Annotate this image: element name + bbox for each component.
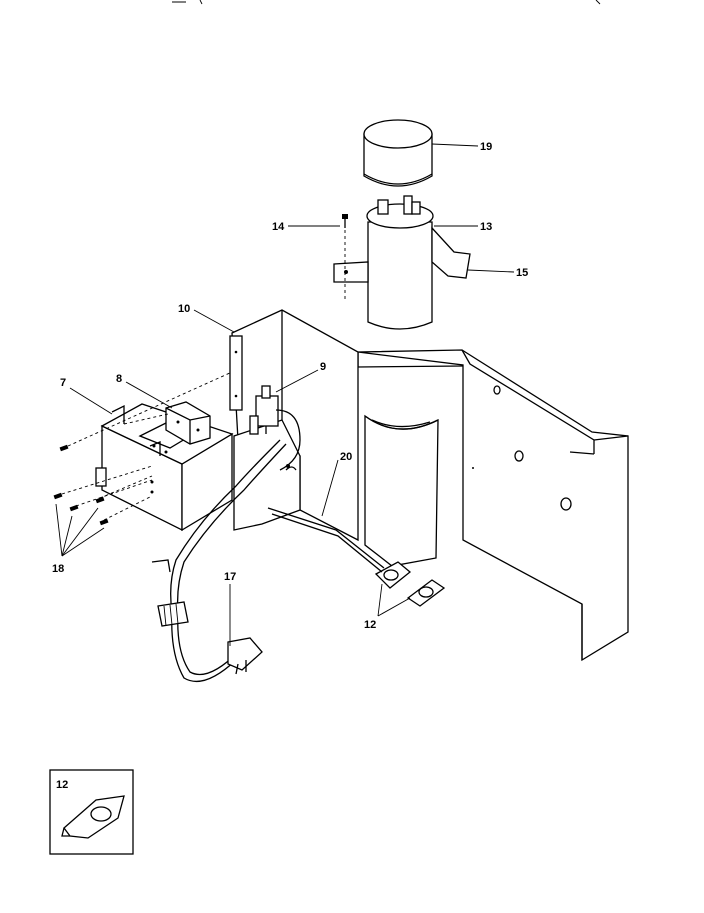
assembly-lines xyxy=(61,371,233,521)
inset-detail-12: 12 xyxy=(49,769,134,855)
callout-10: 10 xyxy=(178,303,190,315)
callout-8: 8 xyxy=(116,373,122,385)
callout-labels: 19 14 13 15 10 9 8 7 20 17 18 12 xyxy=(52,141,528,631)
switch xyxy=(249,385,301,471)
control-bracket xyxy=(229,309,359,542)
callout-15: 15 xyxy=(516,267,528,279)
capacitor xyxy=(333,195,471,330)
callout-18: 18 xyxy=(52,563,64,575)
inset-label: 12 xyxy=(56,779,68,791)
callout-9: 9 xyxy=(320,361,326,373)
callout-13: 13 xyxy=(480,221,492,233)
callout-19: 19 xyxy=(480,141,492,153)
relay xyxy=(165,401,211,445)
thermostat xyxy=(374,561,446,607)
callout-7: 7 xyxy=(60,377,66,389)
duct-curve xyxy=(364,414,439,567)
control-box xyxy=(95,403,234,532)
callout-14: 14 xyxy=(272,221,285,233)
power-cord xyxy=(151,439,287,683)
screw-14 xyxy=(342,214,348,300)
callout-20: 20 xyxy=(340,451,352,463)
top-scan-marks xyxy=(172,0,601,5)
leader-lines xyxy=(55,143,515,646)
callout-12: 12 xyxy=(364,619,376,631)
thermistor xyxy=(267,464,385,573)
capacitor-cover xyxy=(363,119,433,187)
callout-17: 17 xyxy=(224,571,236,583)
